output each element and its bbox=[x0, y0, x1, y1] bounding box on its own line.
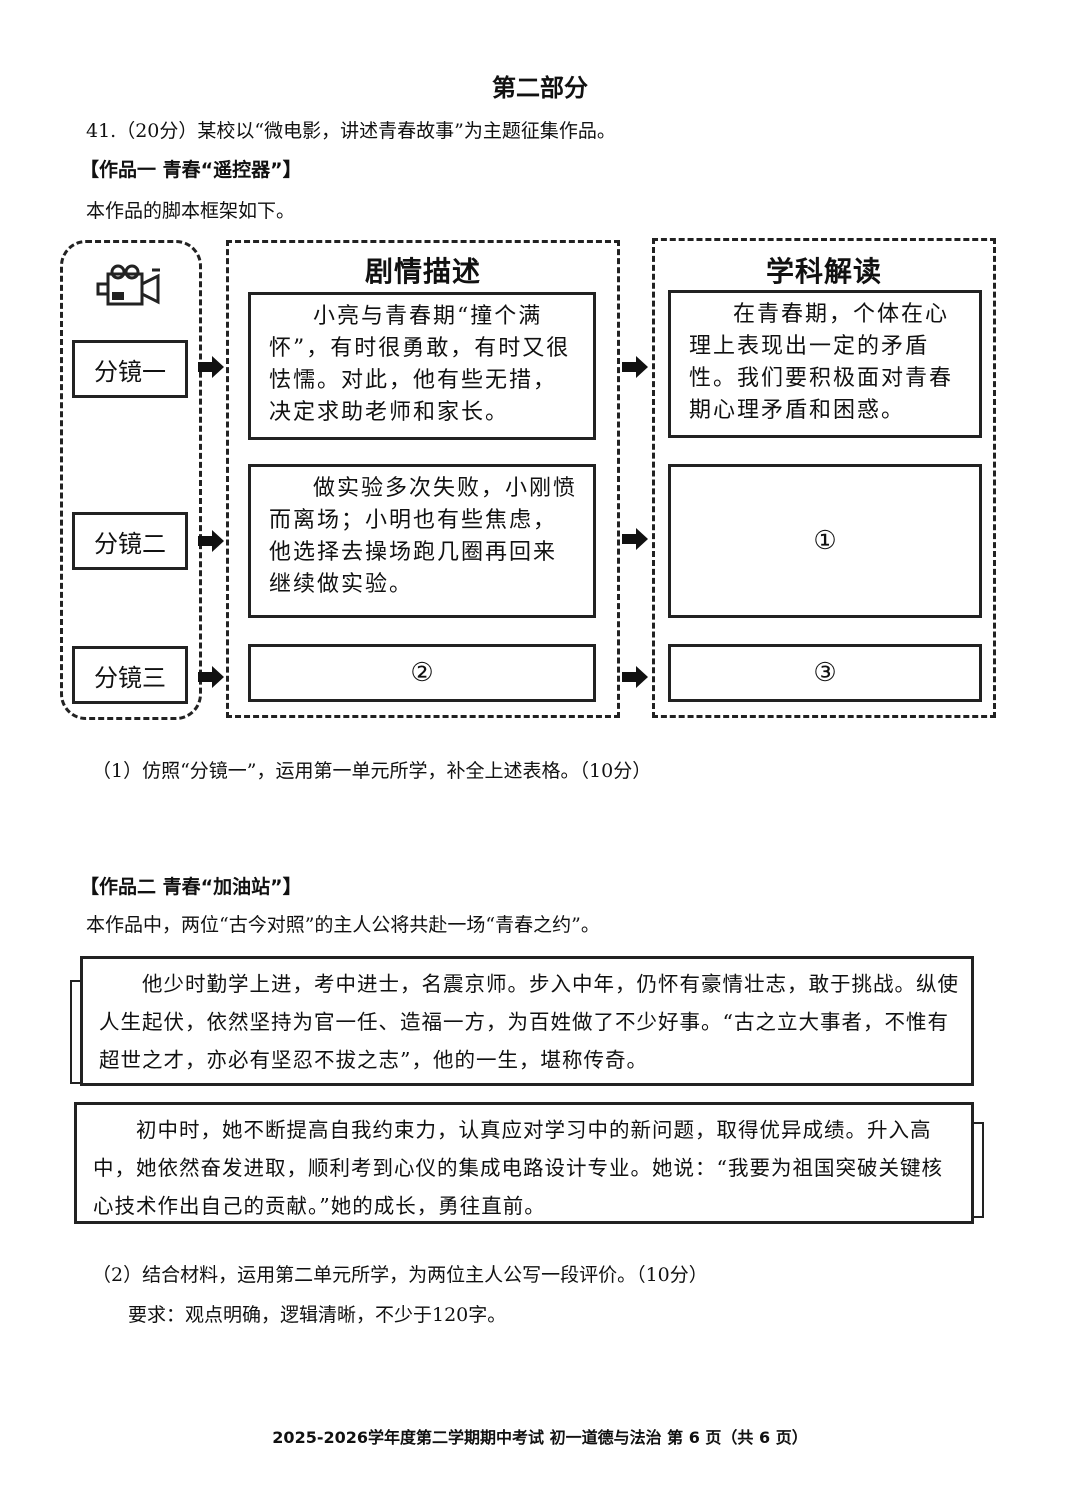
scene-2-plot: 做实验多次失败，小刚愤而离场；小明也有些焦虑，他选择去操场跑几圈再回来继续做实验… bbox=[269, 476, 578, 597]
scene-3-plot-blank: ② bbox=[248, 644, 596, 702]
work1-intro: 本作品的脚本框架如下。 bbox=[86, 200, 296, 222]
sub-question-2: （2）结合材料，运用第二单元所学，为两位主人公写一段评价。（10分） bbox=[92, 1264, 708, 1286]
analysis-column-header: 学科解读 bbox=[765, 255, 882, 288]
work2-title: 【作品二 青春“加油站”】 bbox=[80, 876, 302, 898]
scene-1-plot: 小亮与青春期“撞个满怀”，有时很勇敢，有时又很怯懦。对此，他有些无措，决定求助老… bbox=[269, 304, 571, 425]
arrow-right-icon bbox=[198, 356, 224, 378]
section-title: 第二部分 bbox=[492, 74, 588, 102]
scene-1-label: 分镜一 bbox=[72, 340, 188, 398]
requirement: 要求：观点明确，逻辑清晰，不少于120字。 bbox=[128, 1304, 507, 1326]
scene-column bbox=[60, 240, 202, 720]
plot-column bbox=[226, 240, 620, 718]
scene-2-analysis-blank: ① bbox=[668, 464, 982, 618]
scene-3-label: 分镜三 bbox=[72, 646, 188, 704]
scene-1-analysis-cell: 在青春期，个体在心理上表现出一定的矛盾性。我们要积极面对青春期心理矛盾和困惑。 bbox=[668, 290, 982, 438]
passage-2-shadow bbox=[970, 1122, 984, 1218]
arrow-right-icon bbox=[622, 356, 648, 378]
arrow-right-icon bbox=[622, 666, 648, 688]
arrow-right-icon bbox=[198, 666, 224, 688]
passage-1: 他少时勤学上进，考中进士，名震京师。步入中年，仍怀有豪情壮志，敢于挑战。纵使人生… bbox=[80, 956, 974, 1086]
passage-1-shadow bbox=[70, 980, 84, 1084]
analysis-column bbox=[652, 238, 996, 718]
page-footer: 2025-2026学年度第二学期期中考试 初一道德与法治 第 6 页（共 6 页… bbox=[272, 1428, 808, 1447]
scene-2-label: 分镜二 bbox=[72, 512, 188, 570]
work1-title: 【作品一 青春“遥控器”】 bbox=[80, 159, 302, 181]
video-camera-icon bbox=[96, 264, 160, 306]
work2-intro: 本作品中，两位“古今对照”的主人公将共赴一场“青春之约”。 bbox=[86, 914, 600, 936]
sub-question-1: （1）仿照“分镜一”，运用第一单元所学，补全上述表格。（10分） bbox=[92, 760, 652, 782]
scene-3-analysis-blank: ③ bbox=[668, 644, 982, 702]
scene-1-plot-cell: 小亮与青春期“撞个满怀”，有时很勇敢，有时又很怯懦。对此，他有些无措，决定求助老… bbox=[248, 292, 596, 440]
question-stem: 41.（20分）某校以“微电影，讲述青春故事”为主题征集作品。 bbox=[86, 120, 616, 142]
arrow-right-icon bbox=[198, 530, 224, 552]
scene-1-analysis: 在青春期，个体在心理上表现出一定的矛盾性。我们要积极面对青春期心理矛盾和困惑。 bbox=[689, 302, 954, 423]
scene-2-plot-cell: 做实验多次失败，小刚愤而离场；小明也有些焦虑，他选择去操场跑几圈再回来继续做实验… bbox=[248, 464, 596, 618]
passage-2: 初中时，她不断提高自我约束力，认真应对学习中的新问题，取得优异成绩。升入高中，她… bbox=[74, 1102, 974, 1224]
arrow-right-icon bbox=[622, 528, 648, 550]
plot-column-header: 剧情描述 bbox=[364, 255, 481, 288]
